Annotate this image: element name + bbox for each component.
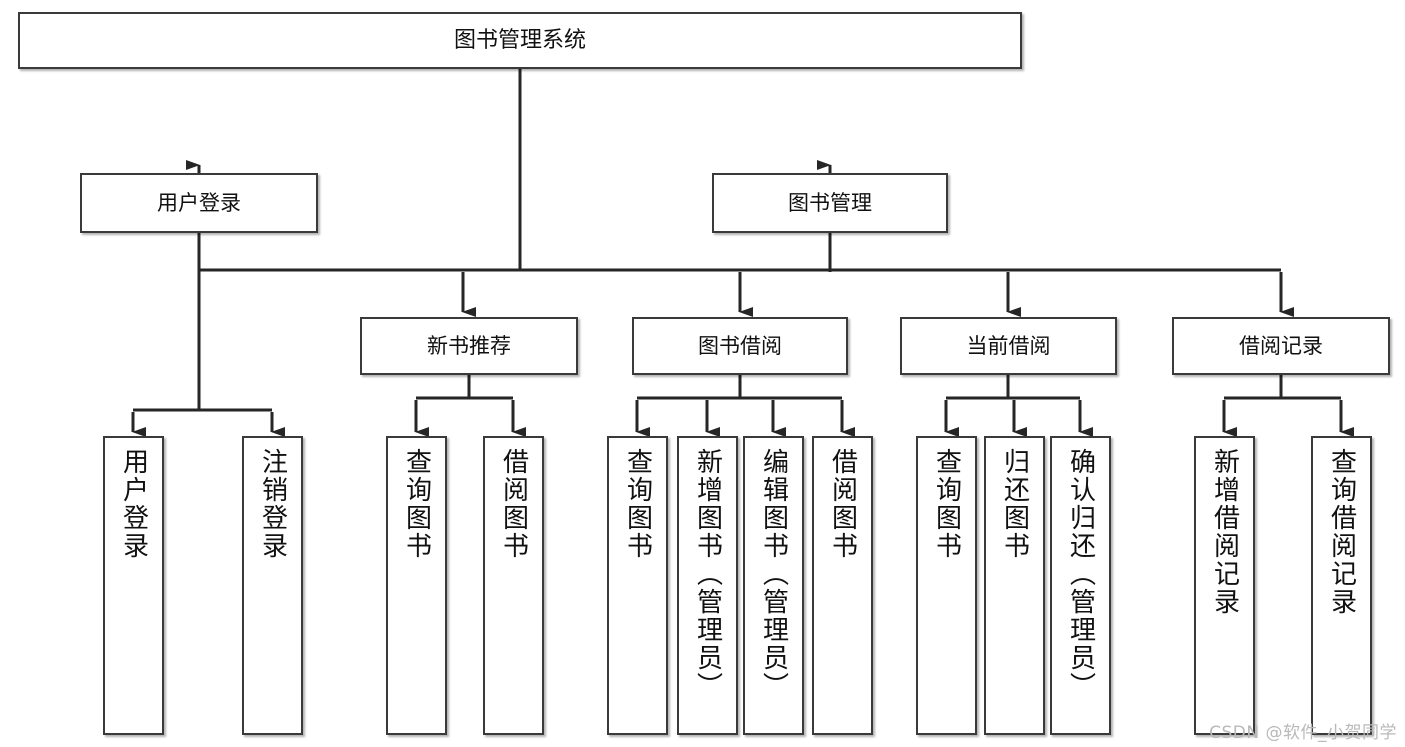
node-new-book-recommend-label: 新书推荐 [427, 333, 511, 358]
node-leaf-borrow-book-1-label: 借阅图书 [498, 448, 529, 560]
node-book-management[interactable]: 图书管理 [712, 173, 948, 233]
node-book-management-label: 图书管理 [788, 190, 872, 215]
node-leaf-return-book[interactable]: 归还图书 [984, 436, 1045, 735]
node-leaf-confirm-return[interactable]: 确认归还（管理员） [1050, 436, 1111, 735]
node-leaf-query-record-label: 查询借阅记录 [1326, 448, 1357, 616]
node-book-borrow-label: 图书借阅 [698, 333, 782, 358]
node-root-label: 图书管理系统 [453, 27, 586, 53]
node-leaf-query-record[interactable]: 查询借阅记录 [1311, 436, 1372, 735]
node-leaf-edit-book-label: 编辑图书（管理员） [758, 448, 789, 700]
node-leaf-borrow-book-2-label: 借阅图书 [827, 448, 858, 560]
node-leaf-confirm-return-label: 确认归还（管理员） [1065, 448, 1096, 700]
node-leaf-query-book-1-label: 查询图书 [401, 448, 432, 560]
node-current-borrow[interactable]: 当前借阅 [900, 317, 1117, 375]
node-borrow-record[interactable]: 借阅记录 [1172, 317, 1390, 375]
node-root[interactable]: 图书管理系统 [18, 12, 1022, 69]
node-book-borrow[interactable]: 图书借阅 [632, 317, 848, 375]
csdn-watermark: CSDN @软件_小贺同学 [1209, 723, 1397, 743]
node-leaf-query-book-1[interactable]: 查询图书 [386, 436, 447, 735]
node-leaf-return-book-label: 归还图书 [999, 448, 1030, 560]
node-leaf-edit-book[interactable]: 编辑图书（管理员） [743, 436, 804, 735]
node-leaf-borrow-book-1[interactable]: 借阅图书 [483, 436, 544, 735]
node-leaf-query-book-2[interactable]: 查询图书 [607, 436, 668, 735]
node-leaf-query-book-2-label: 查询图书 [622, 448, 653, 560]
node-leaf-user-login[interactable]: 用户登录 [103, 436, 164, 735]
node-leaf-add-record[interactable]: 新增借阅记录 [1194, 436, 1255, 735]
node-current-borrow-label: 当前借阅 [966, 333, 1051, 358]
node-user-login-label: 用户登录 [157, 190, 241, 215]
node-leaf-borrow-book-2[interactable]: 借阅图书 [812, 436, 873, 735]
node-leaf-user-login-label: 用户登录 [118, 448, 149, 560]
node-leaf-add-book-label: 新增图书（管理员） [692, 448, 723, 700]
node-leaf-add-book[interactable]: 新增图书（管理员） [677, 436, 738, 735]
node-user-login[interactable]: 用户登录 [80, 173, 318, 233]
node-leaf-user-logout-label: 注销登录 [257, 448, 288, 560]
node-leaf-add-record-label: 新增借阅记录 [1209, 448, 1240, 616]
node-leaf-query-book-3[interactable]: 查询图书 [916, 436, 977, 735]
node-new-book-recommend[interactable]: 新书推荐 [360, 317, 578, 375]
node-borrow-record-label: 借阅记录 [1239, 333, 1323, 358]
node-leaf-user-logout[interactable]: 注销登录 [242, 436, 303, 735]
node-leaf-query-book-3-label: 查询图书 [931, 448, 962, 560]
